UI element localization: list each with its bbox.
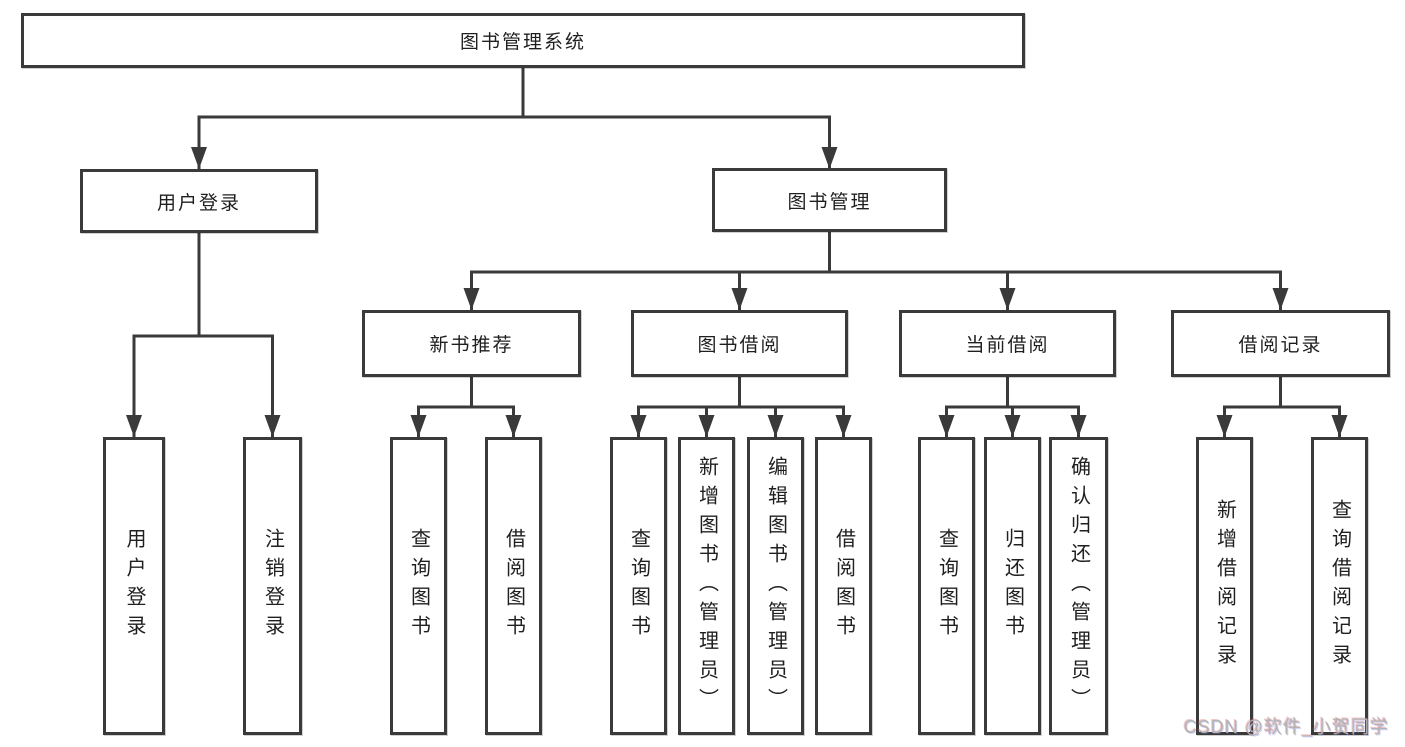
connector-borrow-records-branch bbox=[1223, 405, 1341, 437]
arrow-down-icon bbox=[630, 415, 647, 437]
node-current-borrowing: 当前借阅 bbox=[899, 310, 1116, 377]
node-book-borrowing-label: 图书借阅 bbox=[697, 335, 782, 356]
node-book-management: 图书管理 bbox=[712, 168, 947, 232]
leaf-query-books-1: 查询图书 bbox=[390, 437, 447, 735]
leaf-borrow-books-1: 借阅图书 bbox=[485, 437, 542, 735]
leaf-confirm-return-admin-label: 确认归还（管理员） bbox=[1067, 455, 1090, 717]
watermark-text: CSDN @软件_小贺同学 bbox=[1183, 717, 1389, 737]
leaf-confirm-return-admin: 确认归还（管理员） bbox=[1049, 437, 1108, 735]
node-library-system: 图书管理系统 bbox=[21, 13, 1025, 68]
arrow-down-icon bbox=[821, 147, 838, 169]
leaf-edit-books-admin-label: 编辑图书（管理员） bbox=[764, 455, 787, 717]
node-borrowing-records-label: 借阅记录 bbox=[1238, 335, 1323, 356]
leaf-query-borrow-record-label: 查询借阅记录 bbox=[1328, 499, 1351, 673]
leaf-query-books-3: 查询图书 bbox=[918, 437, 975, 735]
node-new-book-recommend: 新书推荐 bbox=[362, 310, 581, 377]
leaf-borrow-books-1-label: 借阅图书 bbox=[502, 528, 525, 644]
node-borrowing-records: 借阅记录 bbox=[1171, 310, 1390, 377]
arrow-down-icon bbox=[1004, 415, 1021, 437]
arrow-down-icon bbox=[264, 415, 281, 437]
node-current-borrowing-label: 当前借阅 bbox=[965, 335, 1050, 356]
node-library-system-label: 图书管理系统 bbox=[459, 32, 586, 53]
leaf-add-books-admin: 新增图书（管理员） bbox=[678, 437, 735, 735]
node-new-book-recommend-label: 新书推荐 bbox=[429, 335, 514, 356]
leaf-add-books-admin-label: 新增图书（管理员） bbox=[695, 455, 718, 717]
connector-root-branch bbox=[197, 115, 831, 169]
leaf-return-books: 归还图书 bbox=[984, 437, 1041, 735]
leaf-user-login-label: 用户登录 bbox=[123, 528, 145, 644]
arrow-down-icon bbox=[999, 288, 1016, 310]
leaf-query-books-2: 查询图书 bbox=[610, 437, 667, 735]
leaf-edit-books-admin: 编辑图书（管理员） bbox=[747, 437, 804, 735]
connector-user-login-branch bbox=[132, 334, 274, 437]
arrow-down-icon bbox=[1331, 415, 1348, 437]
leaf-query-books-1-label: 查询图书 bbox=[407, 528, 430, 644]
leaf-add-borrow-record: 新增借阅记录 bbox=[1196, 437, 1253, 735]
arrow-down-icon bbox=[1216, 415, 1233, 437]
leaf-logout-label: 注销登录 bbox=[261, 528, 284, 644]
leaf-logout: 注销登录 bbox=[243, 437, 302, 735]
connector-book-mgmt-branch bbox=[470, 270, 1282, 310]
leaf-return-books-label: 归还图书 bbox=[1001, 528, 1024, 644]
node-book-management-label: 图书管理 bbox=[787, 191, 872, 213]
connector-book-borrow-branch bbox=[637, 405, 845, 437]
leaf-query-books-2-label: 查询图书 bbox=[627, 528, 650, 644]
arrow-down-icon bbox=[191, 147, 207, 169]
node-user-login-label: 用户登录 bbox=[156, 192, 241, 214]
leaf-borrow-books-2: 借阅图书 bbox=[815, 437, 872, 735]
arrow-down-icon bbox=[938, 415, 955, 437]
leaf-query-books-3-label: 查询图书 bbox=[935, 528, 958, 644]
arrow-down-icon bbox=[835, 415, 852, 437]
leaf-add-borrow-record-label: 新增借阅记录 bbox=[1213, 499, 1236, 673]
arrow-down-icon bbox=[731, 288, 748, 310]
arrow-down-icon bbox=[126, 415, 142, 437]
arrow-down-icon bbox=[1070, 415, 1087, 437]
arrow-down-icon bbox=[698, 415, 715, 437]
leaf-query-borrow-record: 查询借阅记录 bbox=[1311, 437, 1368, 735]
connector-new-book-branch bbox=[417, 405, 515, 437]
arrow-down-icon bbox=[505, 415, 522, 437]
leaf-borrow-books-2-label: 借阅图书 bbox=[832, 528, 855, 644]
arrow-down-icon bbox=[463, 288, 480, 310]
arrow-down-icon bbox=[767, 415, 784, 437]
arrow-down-icon bbox=[410, 415, 427, 437]
arrow-down-icon bbox=[1272, 288, 1289, 310]
node-user-login: 用户登录 bbox=[80, 169, 318, 233]
node-book-borrowing: 图书借阅 bbox=[631, 310, 848, 377]
leaf-user-login: 用户登录 bbox=[103, 437, 165, 735]
